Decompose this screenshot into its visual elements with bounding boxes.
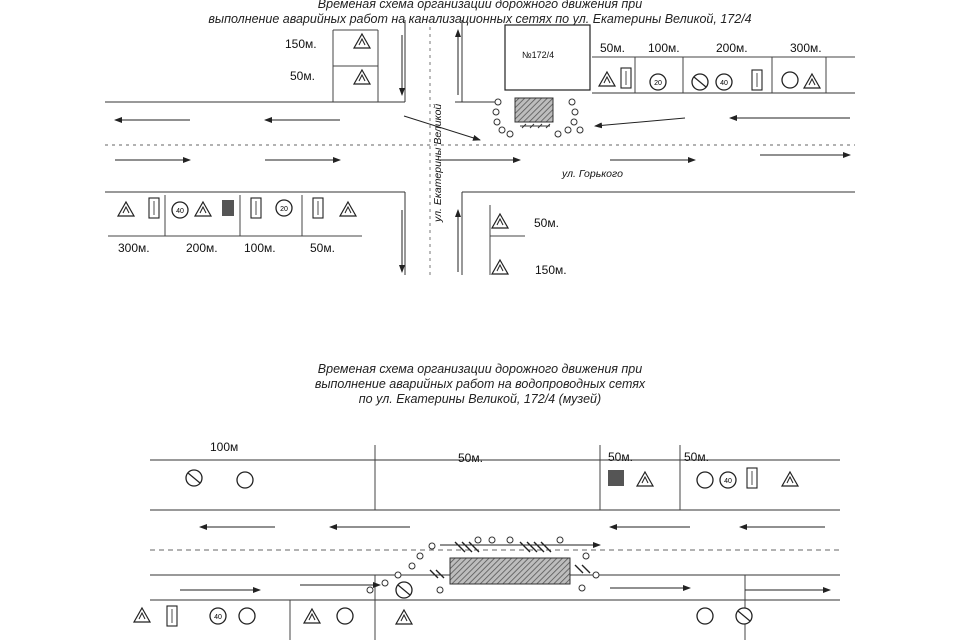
- roadwork-sign-icon: [395, 609, 413, 625]
- dist-150: 150м.: [285, 37, 317, 51]
- bottom-title-line-3: по ул. Екатерины Великой, 172/4 (музей): [358, 392, 602, 406]
- dist-300-left: 300м.: [118, 241, 150, 255]
- roadwork-sign-icon: [353, 69, 371, 85]
- roadwork-sign-icon: [491, 259, 509, 275]
- no-overtaking-end-sign-icon: [185, 469, 203, 487]
- work-zone-barrier: [520, 123, 551, 129]
- work-zone-pit: [514, 97, 554, 123]
- top-title-line-1: Временая схема организации дорожного дви…: [317, 0, 643, 11]
- dist-100-right: 100м.: [648, 41, 680, 55]
- roadwork-sign-icon: [636, 471, 654, 487]
- speed-limit-40: 40: [724, 478, 732, 485]
- street-name-ekaterina: ул. Екатерины Великой: [432, 104, 444, 223]
- speed-limit-20: 20: [654, 80, 662, 87]
- dist-200-left: 200м.: [186, 241, 218, 255]
- no-overtaking-end-sign-icon: [735, 607, 753, 625]
- roadwork-sign-icon: [194, 201, 212, 217]
- distance-plate-icon: [312, 197, 324, 219]
- distance-plate-icon: [620, 67, 632, 89]
- work-zone-cones: [366, 536, 600, 594]
- distance-plate-icon: [746, 467, 758, 489]
- dist-50-center: 50м.: [458, 451, 483, 465]
- roadwork-sign-icon: [117, 201, 135, 217]
- road-sign-icon: [781, 71, 799, 89]
- dist-50-right: 50м.: [600, 41, 625, 55]
- work-zone-barriers: [429, 541, 591, 579]
- bottom-scheme: 40 100м 50м. 50м. 50м. 40: [133, 440, 840, 640]
- dist-100: 100м: [210, 440, 238, 454]
- no-overtaking-sign-icon: [691, 73, 709, 91]
- speed-limit-end-sign-icon: [236, 471, 254, 489]
- roadwork-sign-icon: [133, 607, 151, 623]
- bottom-title-line-1: Временая схема организации дорожного дви…: [317, 362, 643, 376]
- roadwork-sign-icon: [803, 73, 821, 89]
- road-sign-icon: [696, 471, 714, 489]
- work-zone-fence: [492, 98, 584, 138]
- roadwork-sign-icon: [598, 71, 616, 87]
- bottom-scheme-title: Временая схема организации дорожного дви…: [200, 362, 760, 407]
- distance-plate-icon: [751, 69, 763, 91]
- roadwork-sign-icon: [303, 608, 321, 624]
- turn-sign-icon: [336, 607, 354, 625]
- building-172-4: [504, 24, 591, 91]
- dist-50-bottom: 50м.: [534, 216, 559, 230]
- dist-300-right: 300м.: [790, 41, 822, 55]
- building-label: №172/4: [522, 50, 554, 60]
- dist-50-b: 50м.: [684, 450, 709, 464]
- roadwork-sign-icon: [353, 33, 371, 49]
- dist-50: 50м.: [290, 69, 315, 83]
- gravel-sign-icon: [608, 470, 624, 486]
- road-sign-icon: [238, 607, 256, 625]
- road-sign-icon: [696, 607, 714, 625]
- work-zone-pit: [449, 557, 571, 585]
- speed-limit-40: 40: [214, 614, 222, 621]
- bottom-title-line-2: выполнение аварийных работ на водопровод…: [314, 377, 646, 391]
- gravel-sign-icon: [222, 200, 234, 216]
- dist-150-bottom: 150м.: [535, 263, 567, 277]
- dist-100-left: 100м.: [244, 241, 276, 255]
- distance-plate-icon: [148, 197, 160, 219]
- roadwork-sign-icon: [339, 201, 357, 217]
- speed-limit-40: 40: [176, 208, 184, 215]
- dist-50-a: 50м.: [608, 450, 633, 464]
- top-title-line-2: выполнение аварийных работ на канализаци…: [208, 12, 752, 26]
- speed-limit-20: 20: [280, 206, 288, 213]
- dist-50-left: 50м.: [310, 241, 335, 255]
- roadwork-sign-icon: [491, 213, 509, 229]
- top-scheme: №172/4 ул. Горького ул. Екатерины Велико…: [105, 20, 855, 277]
- speed-limit-40: 40: [720, 80, 728, 87]
- dist-200-right: 200м.: [716, 41, 748, 55]
- distance-plate-icon: [166, 605, 178, 627]
- distance-plate-icon: [250, 197, 262, 219]
- roadwork-sign-icon: [781, 471, 799, 487]
- street-name-gorkogo: ул. Горького: [561, 168, 623, 180]
- no-entry-sign-icon: [395, 581, 413, 599]
- top-scheme-title: Временая схема организации дорожного дви…: [160, 0, 800, 27]
